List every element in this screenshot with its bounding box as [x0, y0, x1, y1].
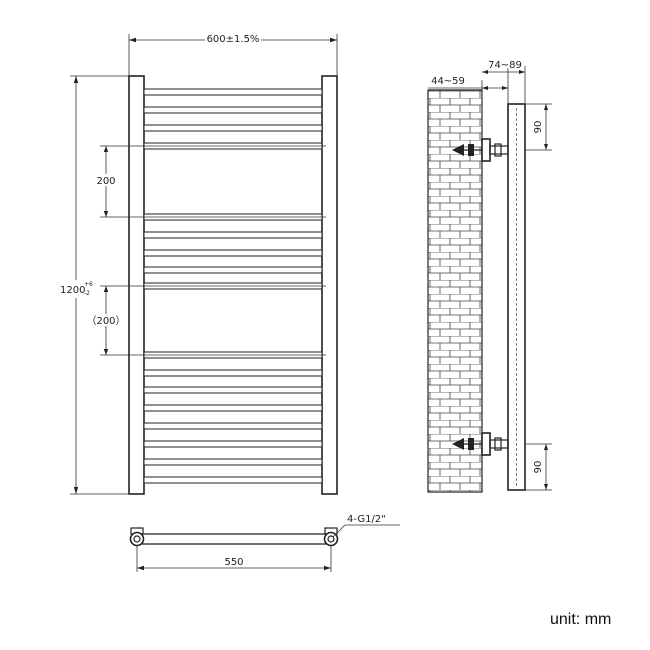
- rung-13: [143, 404, 323, 412]
- brick-wall: [427, 89, 483, 493]
- gap-1-label: 200: [96, 176, 115, 187]
- gap-dimension-2: （200）: [86, 285, 326, 356]
- bracket-top-dimension: 90: [525, 103, 552, 151]
- connection-leader: 4-G1/2": [332, 514, 400, 538]
- gap-2-label: （200）: [86, 315, 125, 327]
- left-valve-connection: [129, 527, 145, 547]
- rung-11: [143, 369, 323, 377]
- gap-dimension-1: 200: [94, 145, 326, 218]
- front-view: 600±1.5% 1200 +6 -2 200: [58, 33, 338, 495]
- rung-12: [143, 386, 323, 394]
- rung-8: [143, 266, 323, 274]
- side-view: 44~59 74~89 90 90: [427, 60, 552, 493]
- rung-16: [143, 458, 323, 466]
- height-label: 1200: [60, 285, 85, 296]
- bracket-top-label: 90: [533, 121, 544, 134]
- side-rail: [507, 103, 526, 491]
- center-distance-dimension: 550: [136, 546, 332, 572]
- rung-2: [143, 106, 323, 114]
- wall-distance-label: 44~59: [431, 76, 465, 87]
- rung-17: [143, 476, 323, 484]
- bracket-bottom-dimension: 90: [525, 443, 552, 491]
- rung-6: [143, 231, 323, 239]
- bottom-view: 4-G1/2" 550: [129, 514, 400, 572]
- rung-7: [143, 249, 323, 257]
- bottom-bracket: [452, 432, 509, 456]
- depth-dimension: 74~89: [482, 60, 526, 104]
- rung-15: [143, 440, 323, 448]
- height-dimension: 1200 +6 -2: [58, 75, 129, 495]
- left-rail: [128, 75, 145, 495]
- right-rail: [321, 75, 338, 495]
- right-valve-connection: [323, 527, 339, 547]
- wall-distance-dimension: 44~59: [428, 68, 509, 140]
- rung-14: [143, 422, 323, 430]
- connection-label: 4-G1/2": [347, 514, 386, 525]
- width-label: 600±1.5%: [207, 34, 260, 45]
- height-tol-minus: -2: [84, 290, 90, 297]
- depth-label: 74~89: [488, 60, 522, 71]
- rung-1: [143, 88, 323, 96]
- height-tol-plus: +6: [84, 281, 93, 288]
- unit-label: unit: mm: [550, 611, 611, 628]
- center-distance-label: 550: [224, 557, 243, 568]
- rung-3: [143, 124, 323, 132]
- top-bracket: [452, 138, 509, 162]
- bracket-bottom-label: 90: [533, 461, 544, 474]
- width-dimension: 600±1.5%: [128, 33, 338, 76]
